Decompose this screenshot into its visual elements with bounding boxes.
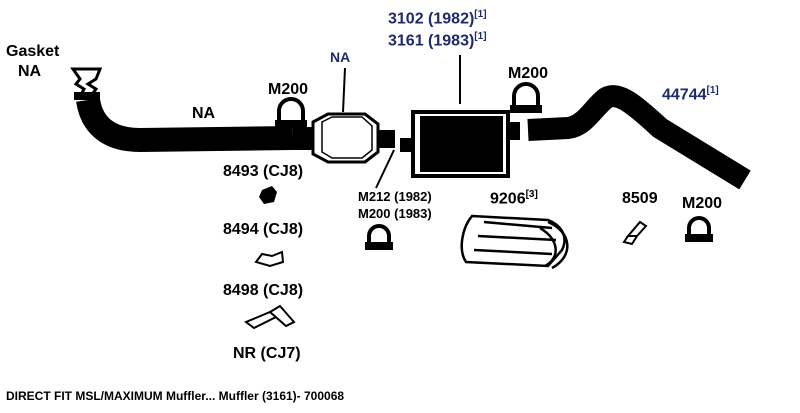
rear-clamp-label: M200 — [508, 65, 549, 82]
converter-part — [293, 112, 395, 164]
hanger-8494-label: 8494 (CJ8) — [223, 221, 304, 238]
clamp-m212-leader-line — [375, 149, 395, 189]
tailpipe-text: 44744 — [662, 86, 707, 104]
heat-shield-label: 9206[3] — [490, 190, 538, 207]
clamp-m212-part — [365, 224, 393, 250]
muffler-1983-text: 3161 (1983) — [388, 32, 475, 50]
gasket-part-number: NA — [18, 63, 42, 80]
heat-shield-part — [460, 214, 569, 270]
converter-leader-line — [342, 67, 346, 113]
hanger-8493-label: 8493 (CJ8) — [223, 163, 304, 180]
hanger-8493-part — [259, 186, 277, 204]
hanger-8509-label: 8509 — [622, 190, 658, 207]
hanger-8494-part — [254, 250, 285, 268]
hanger-8509-part — [622, 220, 648, 246]
footer-caption: DIRECT FIT MSL/MAXIMUM Muffler... Muffle… — [6, 389, 345, 403]
tailpipe-part — [527, 85, 751, 190]
muffler-part — [400, 110, 520, 178]
tailpipe-label: 44744[1] — [662, 86, 719, 103]
hanger-8498-label: 8498 (CJ8) — [223, 282, 304, 299]
front-clamp-label: M200 — [268, 81, 309, 98]
inlet-pipe-part — [76, 97, 294, 153]
heat-shield-note: [3] — [525, 189, 538, 200]
gasket-part — [70, 67, 103, 100]
converter-label: NA — [330, 49, 351, 65]
muffler-1982-text: 3102 (1982) — [388, 10, 475, 28]
muffler-1982-note: [1] — [474, 9, 487, 20]
rear-clamp-part — [510, 82, 542, 113]
tailpipe-note: [1] — [706, 85, 719, 96]
muffler-1983-label: 3161 (1983)[1] — [388, 32, 487, 49]
hanger-nr-label: NR (CJ7) — [233, 345, 301, 362]
tail-clamp-label: M200 — [682, 195, 723, 212]
muffler-1982-label: 3102 (1982)[1] — [388, 10, 487, 27]
tail-clamp-part — [685, 216, 713, 242]
gasket-label: Gasket — [6, 43, 60, 60]
hanger-8498-part — [244, 304, 296, 330]
muffler-1983-note: [1] — [474, 31, 487, 42]
inlet-pipe-label: NA — [192, 105, 216, 122]
clamp-m200-1983-label: M200 (1983) — [358, 206, 432, 221]
heat-shield-text: 9206 — [490, 190, 526, 208]
clamp-m212-label: M212 (1982) — [358, 189, 432, 204]
front-clamp-part — [275, 97, 307, 128]
